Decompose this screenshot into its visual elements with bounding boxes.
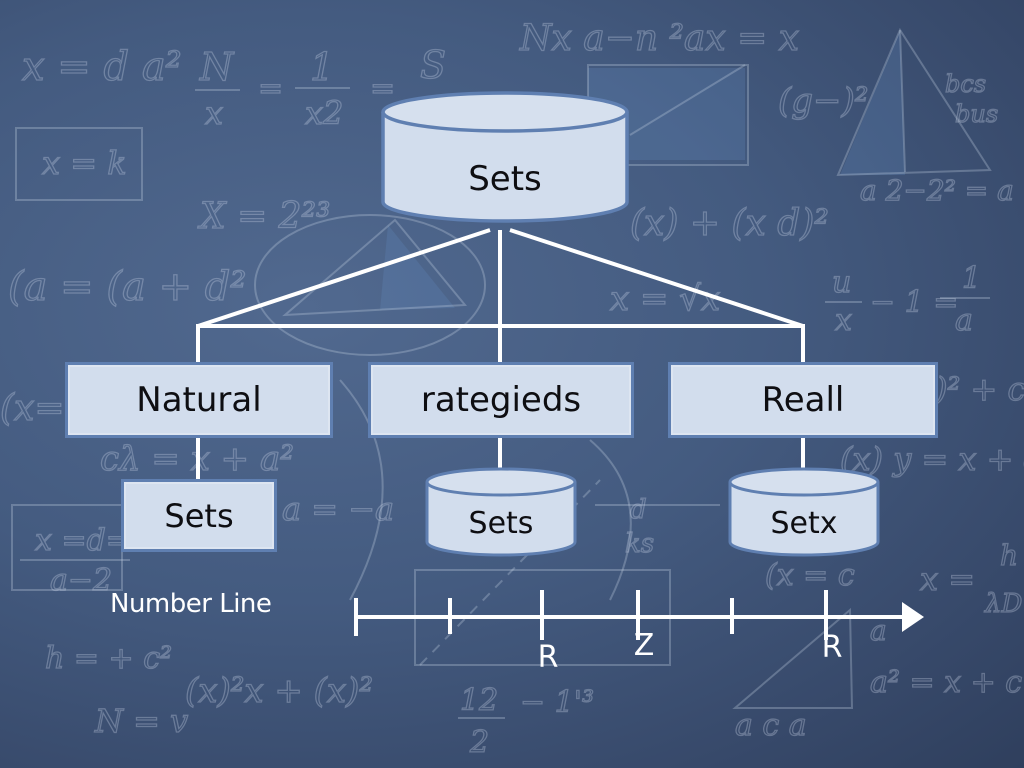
category-node-rategieds[interactable]: rategieds (368, 362, 634, 438)
root-node-label: Sets (468, 158, 542, 199)
chalk-text: a c a (735, 708, 807, 743)
cylinder-shape (425, 467, 577, 557)
chalk-text: (a = (a + d² (8, 264, 246, 310)
number-line-label: Number Line (110, 589, 272, 619)
chalk-text: x = √x (610, 279, 720, 319)
chalk-text: bus (955, 100, 998, 128)
category-label: Reall (761, 380, 845, 420)
chalk-text: a = −a (282, 490, 394, 528)
chalk-text: S (420, 43, 446, 87)
category-node-natural[interactable]: Natural (65, 362, 333, 438)
chalk-text: N = v (94, 702, 188, 740)
chalk-text: )² + c (934, 370, 1024, 408)
chalk-text: (x = c (765, 558, 855, 593)
chalk-text: (x) + (x d)² (630, 203, 829, 244)
child-label: Sets (468, 505, 534, 541)
connector-root-to-left (197, 228, 491, 328)
chalk-text: (g−)² (778, 81, 868, 121)
chalk-text: 1 (310, 45, 334, 89)
chalk-text: X = 2²³ (197, 196, 330, 237)
chalk-text: a (870, 614, 887, 647)
chalk-text: x = d a² (22, 44, 182, 90)
chalk-text: x (205, 94, 223, 132)
chalk-text: (x)²x + (x)² (185, 671, 373, 711)
chalk-text: a 2−2² = a (860, 174, 1014, 207)
number-line-tick-label: Z (633, 628, 655, 663)
cylinder-shape (728, 467, 880, 557)
chalk-text: x = (920, 560, 975, 598)
chalk-text: 1 (962, 261, 981, 296)
chalk-text: h = + c² (45, 641, 172, 676)
chalk-text: Nx a−n ²ax = x (519, 18, 799, 59)
chalk-text: (x= (0, 388, 65, 429)
chalk-text: x =d= (35, 523, 131, 558)
root-node-sets[interactable]: Sets (380, 90, 630, 225)
child-label: Setx (770, 505, 838, 541)
chalk-text: a (955, 303, 973, 338)
chalk-text: λD (984, 589, 1022, 619)
chalk-text: N (199, 45, 235, 89)
connector-root-to-right (509, 228, 804, 328)
child-node-reall-setx[interactable]: Setx (727, 466, 881, 558)
chalk-text: bcs (945, 70, 986, 98)
cylinder-shape (381, 91, 629, 223)
chalk-text: x2 (305, 94, 343, 132)
chalk-text: d (630, 495, 647, 525)
chalk-text: h (1000, 539, 1018, 572)
chalk-text: cλ = x + a² (100, 439, 294, 479)
child-node-natural-sets[interactable]: Sets (121, 479, 277, 552)
chalk-text: 12 (460, 683, 498, 718)
child-node-rategieds-sets[interactable]: Sets (424, 466, 578, 558)
chalk-text: a−2 (50, 563, 112, 598)
category-node-reall[interactable]: Reall (668, 362, 938, 438)
chalk-text: x (835, 303, 852, 338)
chalk-text: ks (625, 529, 654, 559)
chalk-text: − 1 = (870, 285, 958, 320)
chalk-text: = (258, 71, 283, 106)
chalk-text: 2 (469, 725, 489, 760)
number-line-ticks (354, 590, 828, 640)
category-label: Natural (136, 380, 262, 420)
number-line-tick-label: R (537, 640, 559, 675)
chalk-text: u (832, 265, 851, 300)
chalk-text: x = k (42, 144, 127, 182)
child-label: Sets (164, 496, 234, 535)
number-line-tick-label: R (821, 630, 843, 665)
chalk-text: − 1'³ (520, 685, 594, 720)
chalk-box (15, 127, 143, 201)
category-label: rategieds (420, 380, 582, 420)
chalk-text: a² = x + c (870, 665, 1022, 700)
number-line-arrow-icon (902, 602, 924, 632)
